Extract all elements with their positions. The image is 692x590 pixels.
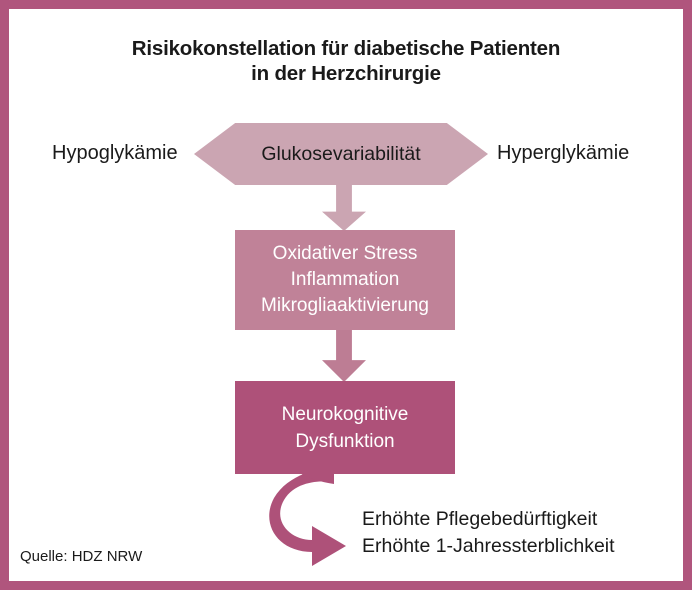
page-title-line-1: Risikokonstellation für diabetische Pati… bbox=[131, 37, 561, 60]
hexagon-label: Glukosevariabilität bbox=[261, 142, 421, 165]
hexagon-node-glucose-variability bbox=[194, 123, 488, 185]
box2-line-1: Neurokognitive bbox=[281, 403, 409, 425]
process-box-oxidative-stress bbox=[235, 230, 455, 330]
double-arrow-hexagon-icon bbox=[194, 123, 488, 185]
outcome-line-1: Erhöhte Pflegebedürftigkeit bbox=[362, 508, 598, 530]
box1-line-2: Inflammation bbox=[290, 269, 400, 290]
source-caption: Quelle: HDZ NRW bbox=[20, 548, 143, 565]
box1-line-1: Oxidativer Stress bbox=[272, 243, 418, 264]
outcome-text-block: Erhöhte Pflegebedürftigkeit Erhöhte 1-Ja… bbox=[362, 506, 615, 560]
process-box-neurocognitive-dysfunction-labels: Neurokognitive Dysfunktion bbox=[235, 381, 455, 474]
label-hyperglycemia: Hyperglykämie bbox=[497, 142, 630, 164]
frame-border-bottom bbox=[0, 581, 692, 590]
process-box-oxidative-stress-labels: Oxidativer Stress Inflammation Mikroglia… bbox=[235, 230, 455, 330]
process-box-neurocognitive-dysfunction bbox=[235, 381, 455, 474]
label-hypoglycemia: Hypoglykämie bbox=[52, 142, 178, 164]
frame-border-right bbox=[683, 0, 692, 590]
page-title-line-2: in der Herzchirurgie bbox=[251, 62, 441, 85]
box2-line-2: Dysfunktion bbox=[295, 430, 395, 452]
page-title: Risikokonstellation für diabetische Pati… bbox=[0, 36, 692, 86]
curved-arrow-icon bbox=[269, 466, 346, 566]
box1-line-3: Mikrogliaaktivierung bbox=[261, 295, 429, 316]
frame-border-top bbox=[0, 0, 692, 9]
outcome-line-2: Erhöhte 1-Jahressterblichkeit bbox=[362, 535, 615, 557]
frame-border-left bbox=[0, 0, 9, 590]
